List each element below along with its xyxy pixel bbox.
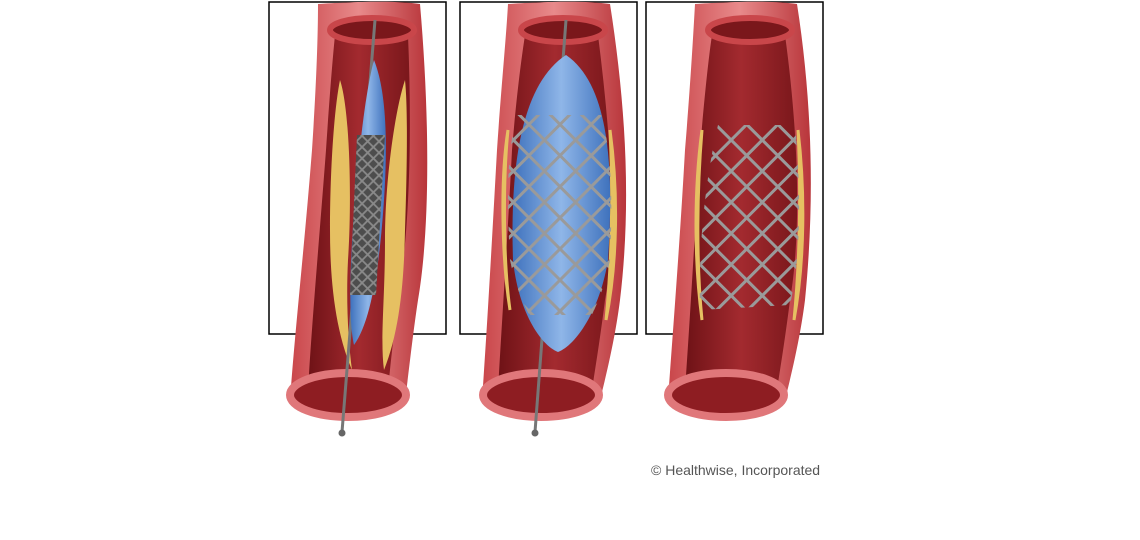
panel-2-artery-opening-top [518, 15, 608, 45]
panel-3-stent-in-place [645, 1, 824, 421]
panel-2-artery-opening-bottom [479, 369, 603, 421]
panel-1-artery-opening-top [327, 15, 417, 45]
panel-2-expanded-stent [507, 115, 612, 315]
panel-1-plaque-left [330, 80, 352, 370]
copyright-credit: © Healthwise, Incorporated [651, 462, 821, 478]
panel-3-artery-opening-top [705, 15, 795, 45]
panel-1-catheter-insertion [268, 1, 447, 437]
panel-2-balloon-inflation [459, 1, 638, 437]
panel-1-wire-tip [338, 429, 346, 437]
panel-3-deployed-stent [699, 125, 800, 310]
panel-1-plaque-right [382, 80, 407, 370]
panel-1-artery-opening-bottom [286, 369, 410, 421]
panel-2-plaque-compressed [501, 129, 618, 321]
panel-3-plaque-compressed [694, 129, 805, 321]
panel-3-artery-opening-bottom [664, 369, 788, 421]
panel-2-wire-tip [531, 429, 539, 437]
